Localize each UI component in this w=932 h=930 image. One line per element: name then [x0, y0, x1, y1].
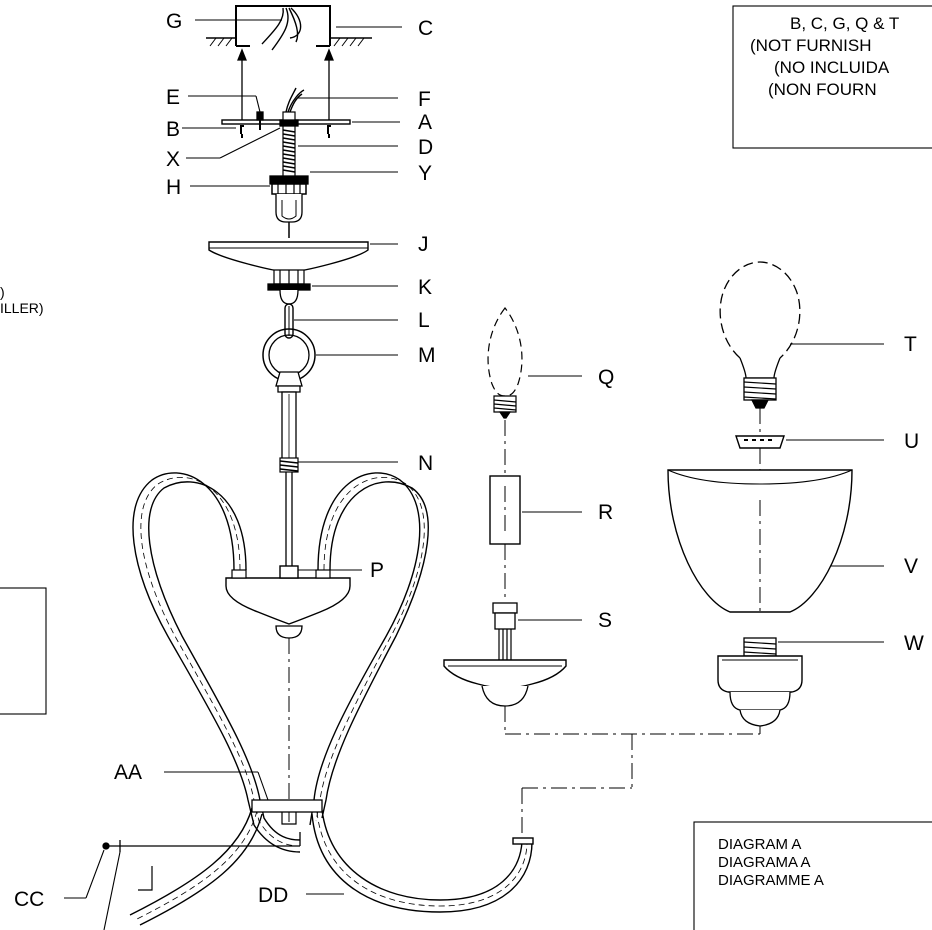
label-q: Q [598, 366, 615, 389]
label-l: L [418, 309, 430, 332]
note-top-line3: (NO INCLUIDA [774, 58, 890, 77]
label-x: X [166, 148, 181, 171]
label-u: U [904, 430, 920, 453]
label-d: D [418, 136, 434, 159]
label-r: R [598, 501, 614, 524]
left-fragment-1: ) [0, 284, 5, 300]
nut-and-hickey [269, 175, 309, 238]
bulb-t [719, 261, 801, 409]
note-top-line2: (NOT FURNISH [750, 36, 872, 55]
center-body-p [225, 565, 351, 639]
leader-lines [64, 19, 884, 930]
label-v: V [904, 555, 919, 578]
diagram-box-line1: DIAGRAM A [718, 836, 802, 853]
chain-link-l [284, 303, 294, 339]
label-cc: CC [14, 888, 45, 911]
label-j: J [418, 233, 429, 256]
fixture-wires-f [285, 87, 305, 113]
note-top-line4: (NON FOURN [768, 80, 877, 99]
note-box-left [0, 587, 47, 715]
bracket-aa [251, 799, 323, 825]
screws-b [240, 125, 331, 138]
label-y: Y [418, 162, 433, 185]
diagram-box-line2: DIAGRAMA A [718, 854, 811, 871]
label-h: H [166, 176, 182, 199]
label-e: E [166, 86, 181, 109]
label-s: S [598, 609, 613, 632]
fixture-arms [129, 472, 534, 926]
label-p: P [370, 559, 385, 582]
label-t: T [904, 333, 917, 356]
connector-lines [504, 706, 761, 838]
candle-bulb-q [487, 307, 523, 419]
label-a: A [418, 111, 433, 134]
diagram-box [693, 821, 932, 930]
note-top-line1: B, C, G, Q & T [790, 14, 900, 33]
diagram-box-line3: DIAGRAMME A [718, 872, 824, 889]
junction-box-c [206, 5, 372, 51]
label-c: C [418, 17, 434, 40]
label-dd: DD [258, 884, 289, 907]
label-k: K [418, 276, 433, 299]
wire-cc [102, 832, 301, 891]
threaded-nipple-d [279, 111, 299, 179]
cup-w [717, 637, 803, 727]
stem-n [279, 391, 299, 570]
label-b: B [166, 118, 181, 141]
loop-m [262, 328, 316, 393]
label-aa: AA [114, 761, 143, 784]
mounting-arrows [237, 48, 334, 120]
note-box-top [732, 5, 932, 149]
label-w: W [904, 632, 924, 655]
label-f: F [418, 88, 431, 111]
label-m: M [418, 344, 436, 367]
socket-s [492, 602, 518, 660]
label-n: N [418, 452, 434, 475]
collar-k [267, 269, 311, 305]
ring-u [735, 435, 785, 449]
bobeche-s [443, 659, 567, 707]
label-g: G [166, 10, 183, 33]
left-fragment-2: ILLER) [0, 300, 44, 316]
canopy-j [208, 241, 369, 273]
